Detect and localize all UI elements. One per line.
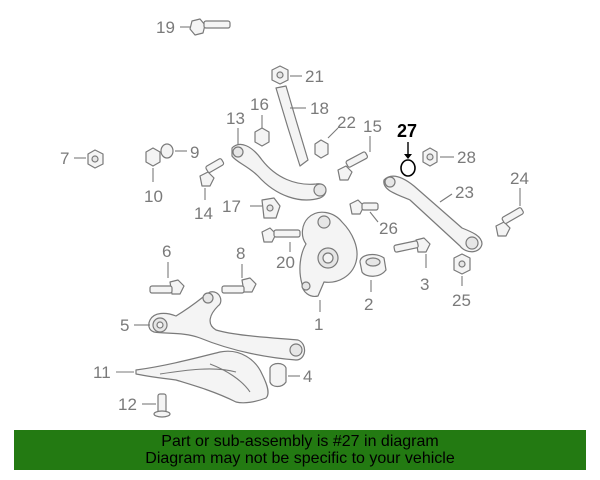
part-21-nut[interactable] (271, 65, 302, 85)
callout-1: 1 (314, 315, 323, 334)
callout-28: 28 (457, 148, 476, 167)
part-5-control-arm[interactable] (134, 291, 306, 361)
callout-24: 24 (510, 169, 529, 188)
part-18-link[interactable] (275, 85, 309, 167)
part-27-seal-ring[interactable] (400, 142, 416, 177)
callout-17: 17 (222, 197, 241, 216)
callout-7: 7 (60, 149, 69, 168)
part-19-bolt[interactable] (180, 18, 231, 36)
part-23-lower-link[interactable] (383, 175, 483, 253)
part-26-bolt[interactable] (349, 199, 379, 223)
callout-6: 6 (162, 242, 171, 261)
callout-19: 19 (156, 18, 175, 37)
part-15-bolt[interactable] (337, 136, 371, 181)
part-3-bolt[interactable] (393, 237, 431, 268)
callout-16: 16 (250, 95, 269, 114)
callout-3: 3 (420, 275, 429, 294)
part-20-bolt[interactable] (261, 227, 301, 252)
part-28-nut[interactable] (422, 147, 454, 167)
callout-9: 9 (190, 143, 199, 162)
banner-line-1: Part or sub-assembly is #27 in diagram (161, 433, 439, 450)
info-banner: Part or sub-assembly is #27 in diagram D… (14, 430, 586, 470)
callout-13: 13 (226, 109, 245, 128)
part-25-bushing[interactable] (453, 253, 471, 286)
callout-4: 4 (303, 367, 312, 386)
part-16-bushing[interactable] (254, 115, 270, 147)
callout-8: 8 (236, 244, 245, 263)
callout-15: 15 (363, 117, 382, 136)
banner-line-2: Diagram may not be specific to your vehi… (145, 450, 455, 467)
part-6-bolt[interactable] (149, 262, 185, 295)
part-2-bushing[interactable] (359, 253, 387, 292)
part-8-bolt[interactable] (221, 264, 257, 294)
callout-21: 21 (305, 67, 324, 86)
callout-25: 25 (452, 291, 471, 310)
callout-11: 11 (93, 363, 111, 382)
part-1-knuckle[interactable] (299, 211, 358, 312)
callout-20: 20 (276, 253, 295, 272)
part-11-cover[interactable] (116, 350, 269, 404)
callout-27: 27 (397, 121, 417, 141)
callout-12: 12 (118, 395, 137, 414)
callout-22: 22 (337, 113, 356, 132)
callout-2: 2 (364, 295, 373, 314)
parts-diagram: 19 21 18 16 22 13 15 (60, 18, 529, 418)
part-24-bolt[interactable] (495, 188, 524, 237)
part-14-bolt[interactable] (199, 158, 225, 200)
callout-5: 5 (120, 316, 129, 335)
callout-10: 10 (144, 187, 163, 206)
part-10-nut[interactable] (145, 147, 161, 182)
part-12-clip[interactable] (142, 393, 171, 418)
part-22-nut[interactable] (314, 127, 339, 159)
callout-14: 14 (194, 204, 213, 223)
callout-26: 26 (379, 219, 398, 238)
callout-18: 18 (310, 99, 329, 118)
part-17-bracket[interactable] (250, 197, 281, 219)
part-9-washer[interactable] (160, 143, 187, 159)
part-4-bushing[interactable] (269, 362, 300, 388)
callout-23: 23 (455, 183, 474, 202)
part-13-upper-arm[interactable] (231, 128, 327, 201)
part-7-nut[interactable] (74, 149, 104, 169)
